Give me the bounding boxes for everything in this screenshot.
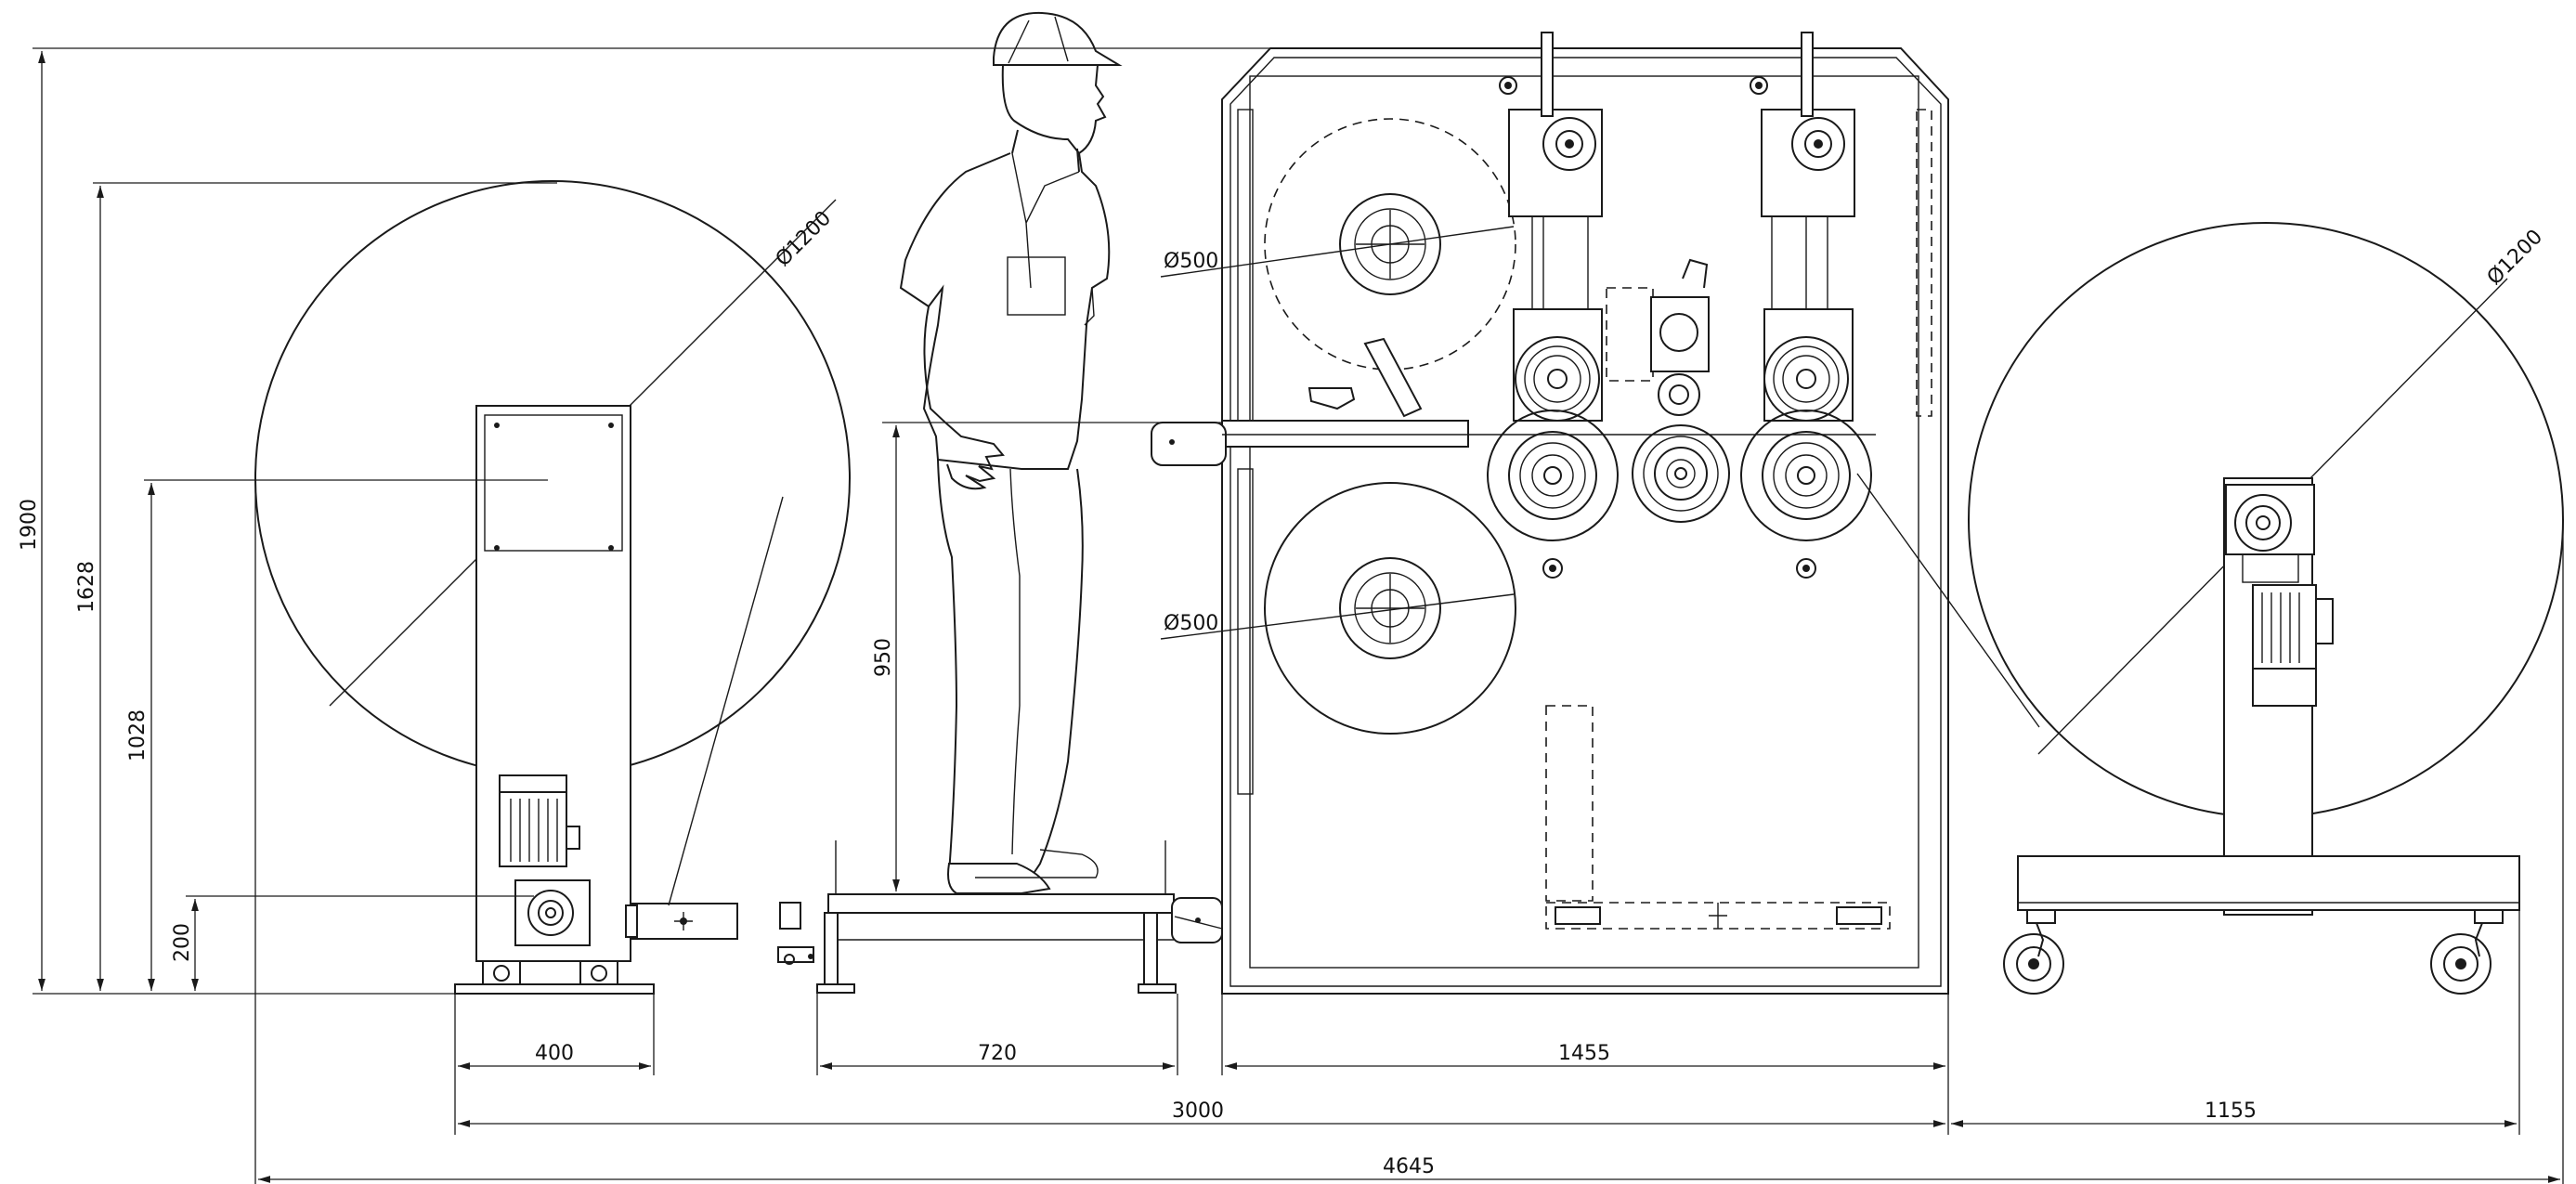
dim-1028: 1028 (126, 709, 150, 761)
main-machine (1151, 32, 2040, 995)
dim-3000: 3000 (1172, 1099, 1224, 1123)
tape-line-left (668, 496, 784, 906)
dim-diameter-1200-right: Ø1200 (2483, 226, 2548, 291)
dimension-lines (33, 47, 2564, 1184)
dim-1455: 1455 (1558, 1042, 1610, 1065)
dim-200: 200 (171, 923, 194, 962)
dimension-labels: 1900 1628 1028 200 950 400 720 1455 3000… (18, 207, 2547, 1178)
left-unwinder-stand (454, 405, 738, 995)
dim-1900: 1900 (18, 499, 41, 551)
human-figure (899, 11, 1123, 894)
dim-diameter-500-bottom: Ø500 (1164, 612, 1218, 635)
dim-diameter-500-top: Ø500 (1164, 250, 1218, 273)
dim-4645: 4645 (1383, 1155, 1435, 1178)
dim-diameter-1200-left: Ø1200 (772, 207, 837, 272)
dim-1155: 1155 (2205, 1099, 2257, 1123)
dim-950: 950 (872, 638, 895, 677)
dim-400: 400 (535, 1042, 574, 1065)
dim-1628: 1628 (75, 561, 98, 613)
right-winder-stand (2003, 477, 2520, 995)
platform-table (777, 840, 1223, 994)
dim-720: 720 (978, 1042, 1017, 1065)
